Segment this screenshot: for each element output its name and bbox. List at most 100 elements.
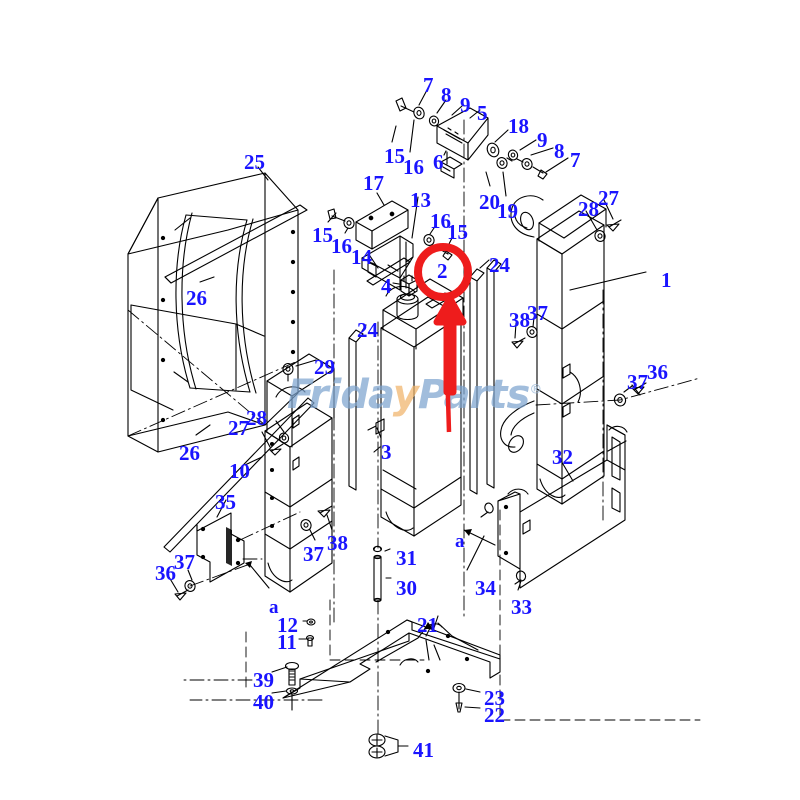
fastener-train-top (391, 89, 569, 197)
fastener-27-28-left (261, 420, 290, 456)
callout-5: 5 (477, 101, 488, 125)
leader-29 (295, 359, 317, 367)
leader-25 (257, 166, 269, 181)
leader-28r (585, 210, 598, 231)
leader-26a (199, 276, 215, 283)
fastener-39-40 (271, 661, 300, 711)
fastener-29 (282, 359, 317, 382)
fastener-27-28-right (585, 199, 622, 242)
leader-35 (216, 499, 227, 518)
bracket-17 (355, 192, 409, 250)
callout-31: 31 (396, 546, 417, 570)
callout-7-left: 7 (423, 73, 434, 97)
callout-32: 32 (552, 445, 573, 469)
leader-4 (392, 282, 400, 285)
callout-37-right: 37 (527, 301, 548, 325)
guide-lines (245, 509, 701, 721)
fastener-37-38-left (300, 505, 333, 541)
callout-40: 40 (253, 690, 274, 714)
callout-26-upper: 26 (186, 286, 207, 310)
leader-28 (275, 420, 285, 433)
rail-24-left (348, 329, 364, 491)
callout-12: 12 (277, 613, 298, 637)
fan-shroud-25 (127, 172, 299, 453)
leader-15l (327, 212, 337, 223)
callout-35: 35 (215, 490, 236, 514)
callout-8-left: 8 (441, 83, 452, 107)
callout-23: 23 (484, 686, 505, 710)
pan-21 (282, 615, 501, 699)
bracket-35 (196, 499, 270, 589)
highlight-arrow (433, 295, 467, 433)
leader-9b (519, 139, 537, 151)
callout-9-left: 9 (460, 93, 471, 117)
callout-6: 6 (433, 150, 444, 174)
fastener-37-38-right (511, 316, 538, 349)
leader-19 (502, 171, 507, 197)
rod-30 (372, 545, 392, 603)
leader-37lx (187, 569, 193, 581)
leader-21 (433, 615, 439, 629)
callout-16-left: 16 (331, 234, 352, 258)
callout-28-right: 28 (578, 197, 599, 221)
callout-38-left: 38 (327, 531, 348, 555)
callout-3: 3 (381, 440, 392, 464)
leader-38l (326, 514, 333, 531)
fastener-22-23 (452, 682, 481, 713)
bar-14 (366, 252, 411, 286)
callout-34: 34 (475, 576, 496, 600)
leader-5 (469, 109, 481, 119)
callout-1: 1 (661, 268, 672, 292)
leader-1 (569, 271, 647, 291)
callout-19: 19 (497, 199, 518, 223)
leader-7a (418, 89, 428, 106)
callout-20: 20 (479, 190, 500, 214)
callout-27-right: 27 (598, 186, 619, 210)
callout-15-top: 15 (384, 144, 405, 168)
callout-25: 25 (244, 150, 265, 174)
callout-36-far-right: 36 (647, 360, 668, 384)
highlight-ring (414, 243, 472, 301)
callout-24-right: 24 (489, 253, 510, 277)
leader-24a (361, 324, 367, 332)
leader-3 (373, 446, 381, 453)
rail-24-right-a (469, 268, 485, 495)
callout-18: 18 (508, 114, 529, 138)
leader-20 (485, 171, 491, 187)
leader-37l (309, 529, 316, 541)
leader-14 (367, 252, 379, 269)
callout-37-left-lower: 37 (303, 542, 324, 566)
leader-40 (271, 690, 287, 694)
callout-28-left: 28 (246, 406, 267, 430)
leader-22 (464, 706, 481, 709)
callout-24-left: 24 (357, 318, 378, 342)
leader-23 (465, 688, 481, 693)
callout-21: 21 (417, 613, 438, 637)
callout-29: 29 (314, 355, 335, 379)
callout-14: 14 (351, 245, 372, 269)
leader-16c (429, 224, 437, 235)
callout-38-right: 38 (509, 308, 530, 332)
cooler-10 (244, 353, 335, 593)
drain-41 (368, 733, 409, 759)
callout-10: 10 (229, 459, 250, 483)
leader-17 (376, 192, 385, 206)
callout-8-right: 8 (554, 139, 565, 163)
callout-37-far-right: 37 (627, 370, 648, 394)
leader-34 (466, 535, 485, 571)
leader-36r (631, 384, 641, 396)
callout-22: 22 (484, 703, 505, 727)
leader-38r (514, 322, 517, 339)
leader-37rr (623, 385, 633, 393)
leader-39 (271, 666, 288, 673)
leader-8b (530, 147, 554, 156)
frame-32 (463, 424, 628, 591)
leader-9a (451, 105, 463, 116)
callout-13: 13 (410, 188, 431, 212)
rail-26-lower (163, 397, 315, 553)
leader-16l (344, 227, 349, 234)
leader-26b (195, 424, 211, 436)
sub-callout-a-right: a (455, 531, 465, 552)
